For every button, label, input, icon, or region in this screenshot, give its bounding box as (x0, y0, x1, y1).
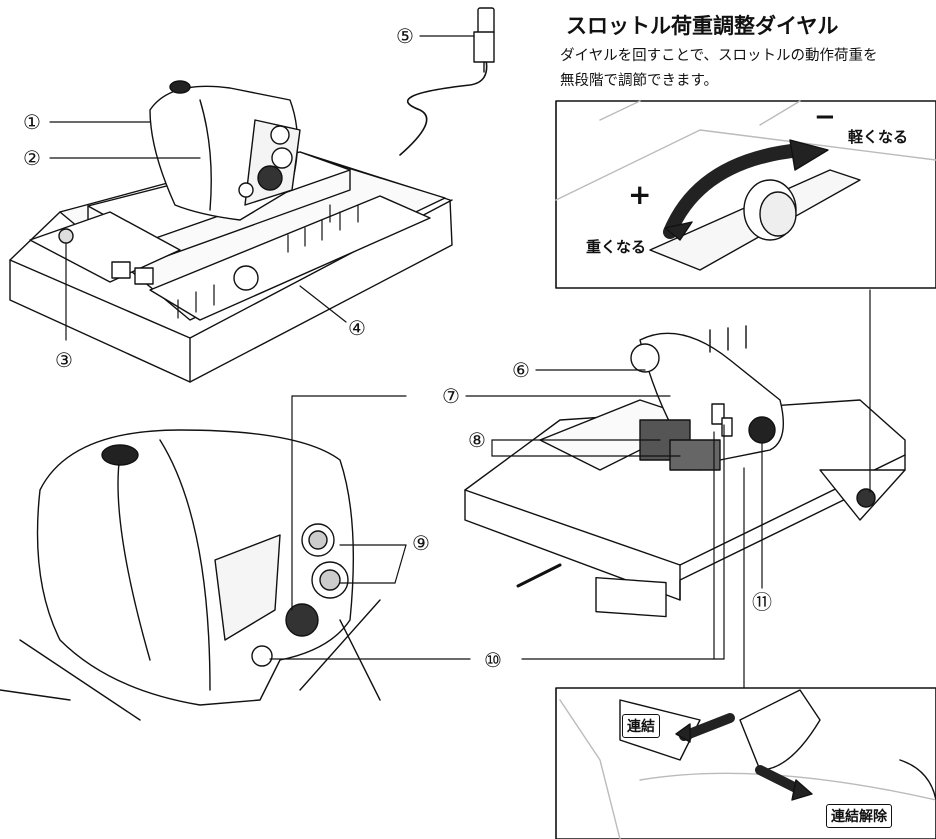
callout-2: ② (23, 146, 41, 170)
callout-1: ① (23, 110, 41, 134)
handle-closeup (0, 429, 381, 721)
label-release: 連結解除 (826, 804, 892, 828)
section-description: ダイヤルを回すことで、スロットルの動作荷重を 無段階で調節できます。 (560, 44, 878, 94)
throttle-side-view (464, 325, 906, 618)
label-connect: 連結 (622, 714, 660, 738)
callout-8: ⑧ (468, 428, 486, 452)
callout-5: ⑤ (396, 24, 414, 48)
callout-3: ③ (55, 348, 73, 372)
section-title: スロットル荷重調整ダイヤル (566, 14, 839, 38)
label-heavier: 重くなる (586, 238, 647, 256)
callout-6: ⑥ (512, 358, 530, 382)
callout-11: ⑪ (752, 590, 772, 614)
description-line-2: 無段階で調節できます。 (560, 73, 719, 89)
label-lighter: 軽くなる (848, 128, 909, 146)
dial-inset (555, 100, 936, 289)
leader-lines-closeup (269, 395, 471, 660)
description-line-1: ダイヤルを回すことで、スロットルの動作荷重を (560, 48, 878, 64)
callout-10: ⑩ (484, 648, 502, 672)
callout-4: ④ (348, 316, 366, 340)
callout-7: ⑦ (442, 384, 460, 408)
leader-lines-side (465, 289, 871, 691)
leader-lines-overview (49, 35, 475, 341)
plus-sign: + (628, 178, 652, 211)
minus-sign: − (814, 102, 836, 132)
callout-9: ⑨ (412, 531, 430, 555)
throttle-unit-overview (9, 7, 495, 383)
